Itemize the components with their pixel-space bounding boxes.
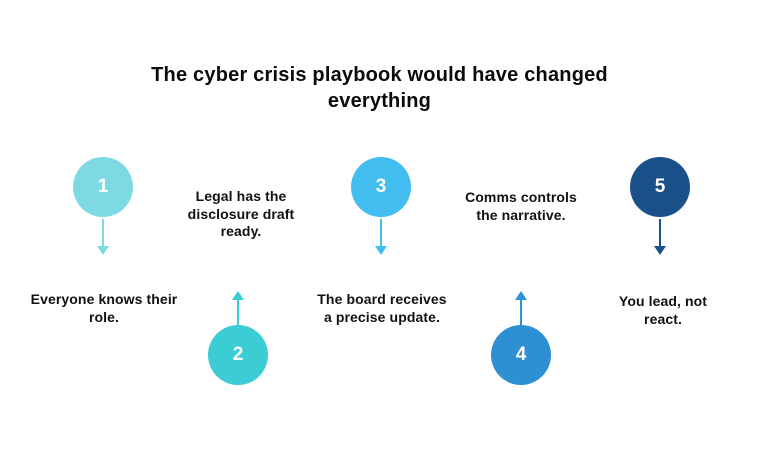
- arrow-down-icon: [653, 219, 667, 255]
- arrow-head: [232, 291, 244, 300]
- step-4-label: Comms controls the narrative.: [465, 189, 577, 223]
- arrow-down-icon: [96, 219, 110, 255]
- step-4-circle: 4: [491, 325, 551, 385]
- arrow-up-icon: [514, 291, 528, 325]
- arrow-shaft: [102, 219, 104, 246]
- step-5-label: You lead, not react.: [618, 293, 708, 327]
- arrow-up-icon: [231, 291, 245, 325]
- step-5-number: 5: [654, 176, 666, 197]
- page-title: The cyber crisis playbook would have cha…: [151, 64, 608, 113]
- step-1-circle: 1: [73, 157, 133, 217]
- step-3-label: The board receives a precise update.: [317, 291, 447, 325]
- arrow-down-icon: [374, 219, 388, 255]
- step-2-number: 2: [232, 344, 244, 365]
- arrow-shaft: [380, 219, 382, 246]
- step-1-label: Everyone knows their role.: [30, 291, 178, 325]
- step-5-circle: 5: [630, 157, 690, 217]
- arrow-shaft: [520, 300, 522, 325]
- arrow-head: [97, 246, 109, 255]
- arrow-shaft: [659, 219, 661, 246]
- arrow-head: [654, 246, 666, 255]
- step-2-circle: 2: [208, 325, 268, 385]
- step-4-number: 4: [515, 344, 527, 365]
- step-3-circle: 3: [351, 157, 411, 217]
- arrow-head: [375, 246, 387, 255]
- step-2-label: Legal has the disclosure draft ready.: [187, 188, 295, 239]
- arrow-head: [515, 291, 527, 300]
- step-3-number: 3: [375, 176, 387, 197]
- arrow-shaft: [237, 300, 239, 325]
- step-1-number: 1: [97, 176, 109, 197]
